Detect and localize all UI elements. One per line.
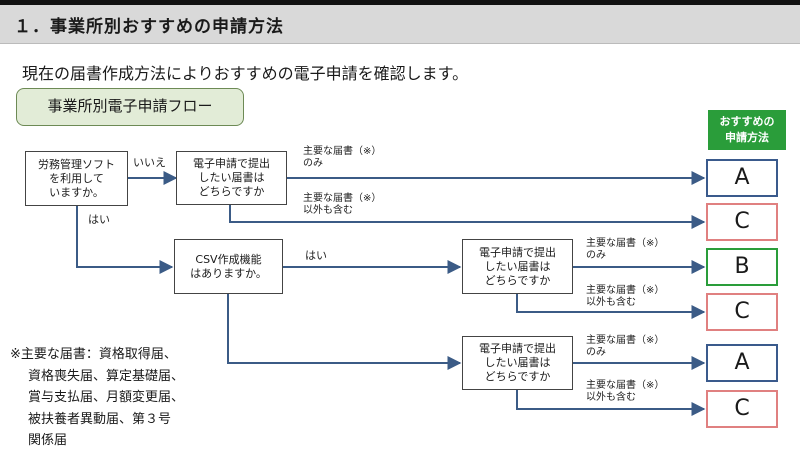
arrow-q4-to-c (516, 294, 706, 319)
decision-forms-3-line2: したい届書は (484, 356, 551, 369)
edge-label-yes-right: はい (305, 249, 327, 262)
arrow-q5-to-c (516, 390, 706, 416)
footnote-line4: 被扶養者異動届、第３号 (28, 411, 172, 427)
edge-label-main-only-1-line1: 主要な届書（※） (303, 146, 382, 157)
flow-title: 事業所別電子申請フロー (16, 88, 244, 126)
edge-label-other-too-2: 主要な届書（※） 以外も含む (586, 285, 664, 309)
edge-label-main-only-3-line1: 主要な届書（※） (586, 335, 665, 346)
edge-label-main-only-1: 主要な届書（※） のみ (303, 146, 381, 170)
answer-box-c-3: C (706, 390, 778, 428)
footnote-line2: 資格喪失届、算定基礎届、 (28, 368, 185, 384)
edge-label-other-too-1-line2: 以外も含む (303, 205, 353, 216)
decision-forms-2-line2: したい届書は (484, 259, 551, 273)
section-heading-text: １．事業所別おすすめの申請方法 (14, 17, 284, 37)
edge-label-no: いいえ (133, 156, 166, 169)
decision-forms-1-line3: どちらですか (198, 185, 265, 198)
decision-forms-1-line2: したい届書は (198, 171, 265, 184)
edge-label-main-only-2: 主要な届書（※） のみ (586, 238, 664, 262)
answer-box-b: B (706, 248, 778, 286)
edge-label-main-only-2-line2: のみ (586, 250, 606, 261)
top-rule (0, 0, 800, 5)
edge-label-other-too-3-line1: 主要な届書（※） (586, 380, 665, 391)
decision-forms-1-line1: 電子申請で提出 (193, 157, 270, 170)
edge-label-other-too-3-line2: 以外も含む (586, 392, 636, 403)
edge-label-main-only-2-line1: 主要な届書（※） (586, 238, 665, 249)
decision-forms-2: 電子申請で提出 したい届書は どちらですか (462, 239, 573, 294)
footnote: ※主要な届書：資格取得届、 資格喪失届、算定基礎届、 賞与支払届、月額変更届、 … (10, 344, 184, 452)
intro-text: 現在の届書作成方法によりおすすめの電子申請を確認します。 (22, 64, 469, 83)
decision-labor-software-line1: 労務管理ソフト (38, 157, 115, 171)
recommended-badge: おすすめの 申請方法 (708, 110, 786, 150)
decision-forms-2-line1: 電子申請で提出 (479, 245, 556, 259)
decision-forms-3: 電子申請で提出 したい届書は どちらですか (462, 336, 573, 390)
edge-label-main-only-1-line2: のみ (303, 158, 323, 169)
edge-label-main-only-3-line2: のみ (586, 347, 606, 358)
footnote-line5: 関係届 (28, 433, 68, 448)
arrow-q2-to-c (229, 205, 706, 229)
decision-labor-software-line3: いますか。 (49, 185, 104, 199)
decision-csv-line2: はありますか。 (190, 266, 267, 280)
arrow-q3-to-q5 (227, 294, 462, 370)
arrow-q1-to-q3 (76, 206, 174, 274)
decision-forms-1: 電子申請で提出 したい届書は どちらですか (176, 151, 287, 205)
recommended-badge-line1: おすすめの (719, 115, 775, 128)
decision-labor-software: 労務管理ソフト を利用して いますか。 (25, 151, 128, 206)
decision-forms-2-line3: どちらですか (484, 273, 551, 287)
answer-box-a-2: A (706, 344, 778, 382)
section-heading: １．事業所別おすすめの申請方法 (0, 5, 800, 44)
edge-label-other-too-3: 主要な届書（※） 以外も含む (586, 380, 664, 404)
answer-box-a-1: A (706, 159, 778, 197)
edge-label-main-only-3: 主要な届書（※） のみ (586, 335, 664, 359)
decision-csv: CSV作成機能 はありますか。 (174, 239, 283, 294)
edge-label-other-too-2-line2: 以外も含む (586, 297, 636, 308)
edge-label-yes-down: はい (88, 213, 110, 226)
edge-label-other-too-1-line1: 主要な届書（※） (303, 193, 382, 204)
decision-forms-3-line3: どちらですか (484, 370, 551, 383)
answer-box-c-2: C (706, 293, 778, 331)
answer-box-c-1: C (706, 203, 778, 241)
decision-labor-software-line2: を利用して (49, 171, 104, 185)
recommended-badge-line2: 申請方法 (725, 131, 769, 144)
edge-label-other-too-2-line1: 主要な届書（※） (586, 285, 665, 296)
footnote-line3: 賞与支払届、月額変更届、 (28, 390, 185, 405)
footnote-line1: ※主要な届書：資格取得届、 (10, 347, 177, 362)
decision-csv-line1: CSV作成機能 (195, 252, 262, 266)
decision-forms-3-line1: 電子申請で提出 (479, 342, 556, 355)
edge-label-other-too-1: 主要な届書（※） 以外も含む (303, 193, 381, 217)
